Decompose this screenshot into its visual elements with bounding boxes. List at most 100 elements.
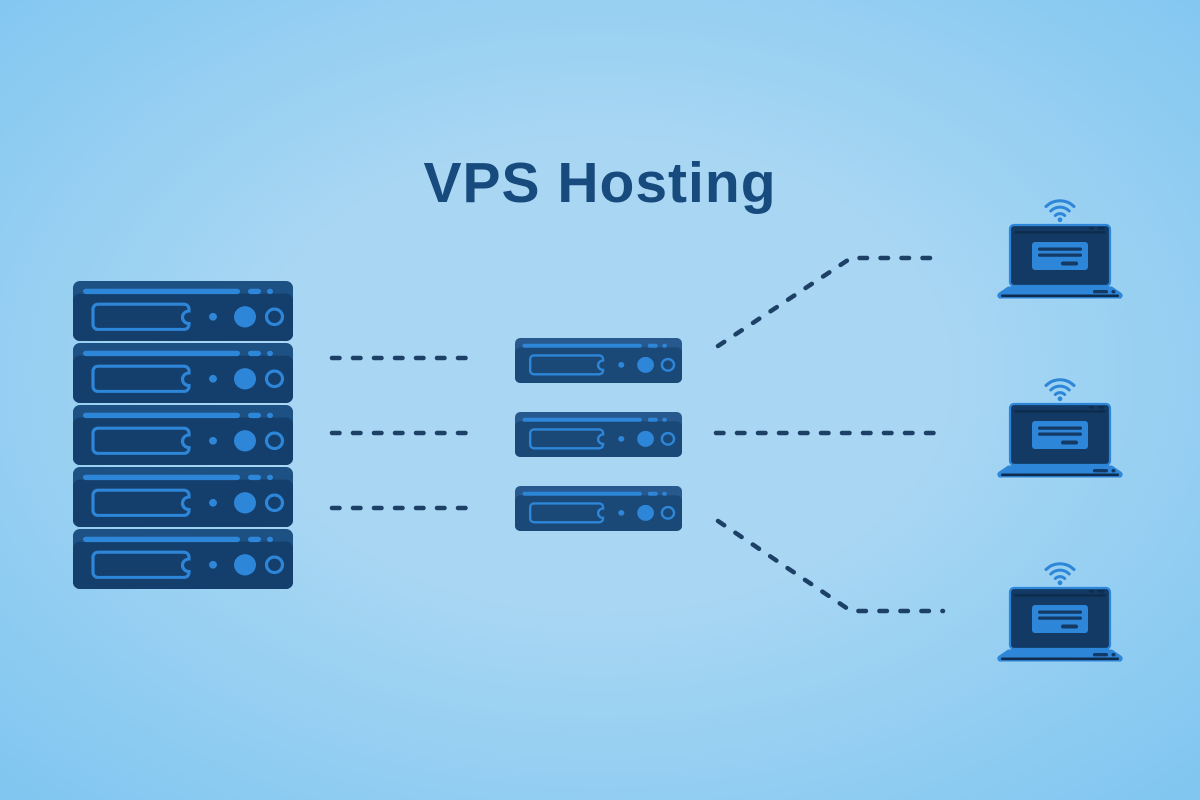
indicator-led	[209, 312, 217, 321]
screen-content-card	[1032, 605, 1088, 633]
wifi-icon	[1044, 199, 1076, 223]
power-button	[234, 492, 256, 514]
server-top-stripe	[522, 343, 642, 348]
indicator-led	[618, 361, 625, 368]
power-button	[637, 504, 654, 521]
server-icon	[515, 412, 682, 457]
server-top-dash	[248, 288, 261, 295]
drive-bay-outline	[528, 428, 605, 450]
drive-bay-outline	[91, 302, 191, 331]
server-icon	[73, 281, 293, 341]
server-top-dot	[267, 288, 273, 295]
base-bottom-edge	[1001, 657, 1119, 661]
laptop-icon	[997, 562, 1123, 662]
card-button	[1061, 440, 1078, 445]
server-top-dot	[662, 343, 667, 348]
drive-bay-outline	[528, 502, 605, 524]
drive-bay-outline	[528, 354, 605, 376]
server-top-dash	[647, 343, 658, 348]
screen-top-dash	[1089, 227, 1094, 230]
screen-top-dash	[1097, 227, 1105, 230]
connector-vps-3-to-laptop-3	[715, 518, 946, 614]
server-icon	[73, 529, 293, 589]
port-ring	[264, 493, 285, 513]
power-button	[637, 356, 654, 373]
card-text-line	[1038, 616, 1082, 620]
card-text-line	[1038, 610, 1082, 614]
wifi-icon	[1044, 378, 1076, 402]
client-laptop-3	[994, 557, 1126, 663]
base-dot	[1111, 653, 1116, 657]
vps-server-3	[515, 486, 682, 531]
indicator-led	[209, 498, 217, 507]
indicator-led	[618, 435, 625, 442]
power-button	[234, 368, 256, 390]
card-button	[1061, 261, 1078, 266]
screen-top-dash	[1097, 406, 1105, 409]
screen-bezel-line	[1014, 594, 1106, 597]
server-top-dash	[647, 417, 658, 422]
server-top-dash	[248, 412, 261, 419]
screen-bezel-line	[1014, 410, 1106, 413]
server-top-stripe	[522, 491, 642, 496]
power-button	[234, 554, 256, 576]
server-top-dot	[267, 536, 273, 543]
base-dash	[1093, 290, 1108, 294]
server-top-dot	[662, 417, 667, 422]
vps-server-1	[515, 338, 682, 383]
server-top-dot	[267, 474, 273, 481]
power-button	[637, 430, 654, 447]
server-icon	[73, 405, 293, 465]
base-dot	[1111, 290, 1116, 294]
server-top-dot	[267, 412, 273, 419]
indicator-led	[618, 509, 625, 516]
physical-server-rack	[73, 281, 293, 589]
screen-content-card	[1032, 242, 1088, 270]
server-icon	[515, 338, 682, 383]
power-button	[234, 430, 256, 452]
wifi-icon	[1044, 562, 1076, 586]
port-ring	[660, 431, 676, 446]
server-top-dash	[647, 491, 658, 496]
client-laptop-1	[994, 194, 1126, 300]
port-ring	[264, 431, 285, 451]
laptop-icon	[997, 199, 1123, 299]
server-top-stripe	[83, 412, 240, 419]
drive-bay-outline	[91, 426, 191, 455]
server-icon	[515, 486, 682, 531]
card-text-line	[1038, 426, 1082, 430]
server-top-stripe	[522, 417, 642, 422]
vps-server-2	[515, 412, 682, 457]
card-text-line	[1038, 432, 1082, 436]
indicator-led	[209, 374, 217, 383]
laptop-base	[997, 286, 1123, 299]
port-ring	[660, 505, 676, 520]
server-top-stripe	[83, 536, 240, 543]
laptop-base	[997, 649, 1123, 662]
card-text-line	[1038, 247, 1082, 251]
base-bottom-edge	[1001, 473, 1119, 477]
diagram-title: VPS Hosting	[423, 151, 777, 215]
server-top-stripe	[83, 350, 240, 357]
indicator-led	[209, 436, 217, 445]
base-bottom-edge	[1001, 294, 1119, 298]
card-text-line	[1038, 253, 1082, 257]
connector-vps-1-to-laptop-1	[715, 255, 946, 349]
laptop-base	[997, 465, 1123, 478]
client-laptop-2	[994, 373, 1126, 479]
indicator-led	[209, 560, 217, 569]
port-ring	[264, 307, 285, 327]
drive-bay-outline	[91, 550, 191, 579]
screen-bezel-line	[1014, 231, 1106, 234]
server-top-dash	[248, 536, 261, 543]
server-top-dash	[248, 474, 261, 481]
screen-top-dash	[1089, 406, 1094, 409]
base-dash	[1093, 653, 1108, 657]
server-top-stripe	[83, 288, 240, 295]
screen-top-dash	[1097, 590, 1105, 593]
port-ring	[264, 369, 285, 389]
drive-bay-outline	[91, 364, 191, 393]
drive-bay-outline	[91, 488, 191, 517]
